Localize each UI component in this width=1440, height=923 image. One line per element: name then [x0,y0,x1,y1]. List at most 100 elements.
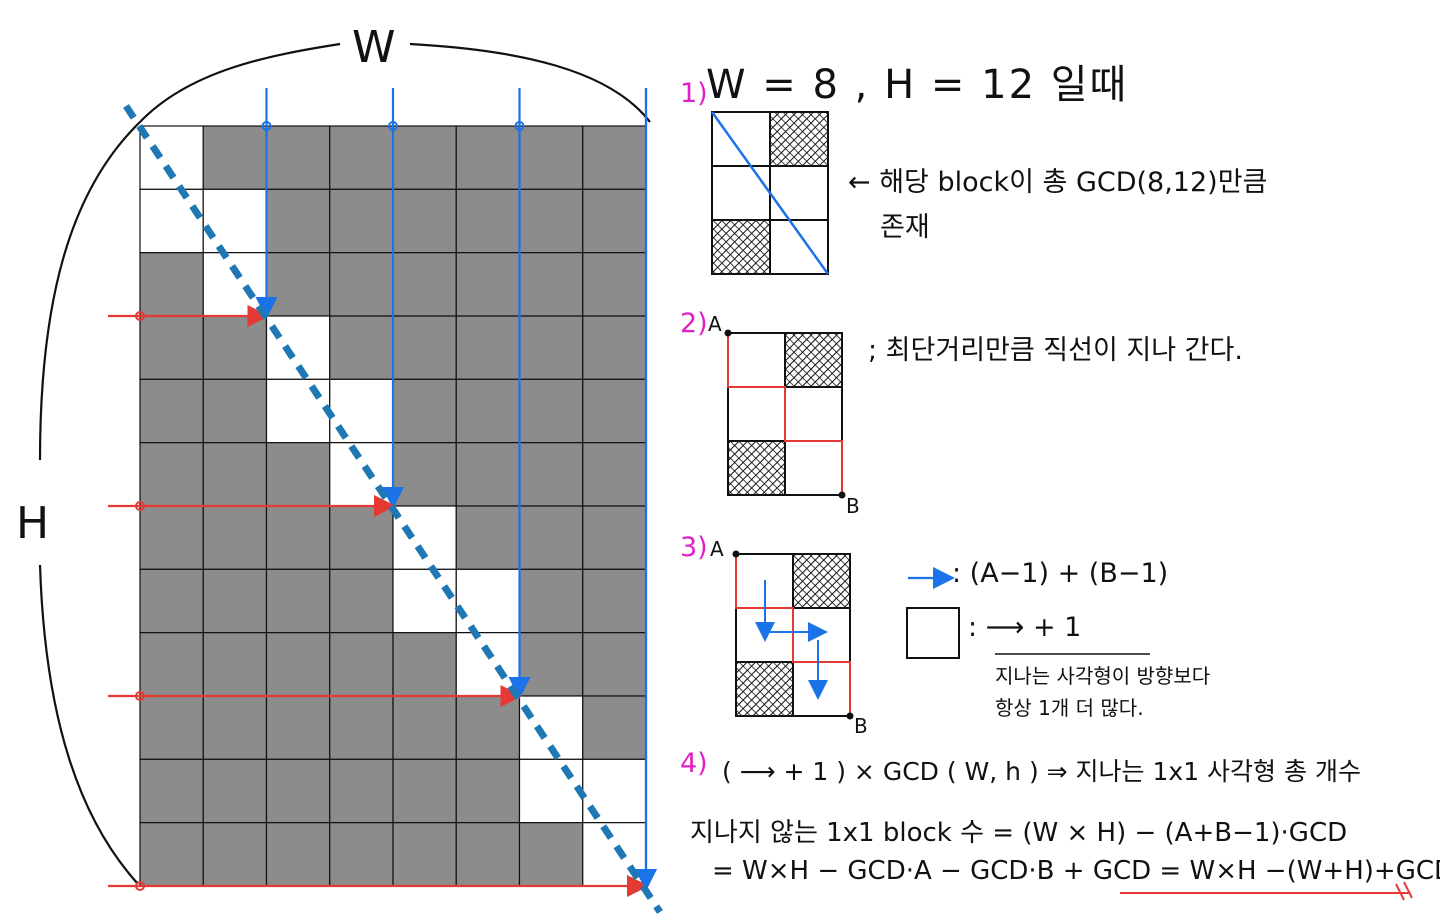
grid-cell [202,125,268,190]
grid-cell [265,442,331,507]
grid-cell [392,378,457,444]
grid-cell [202,505,268,570]
step2-point-b: B [846,494,860,518]
grid-cell [329,125,394,190]
grid-cell [582,695,647,760]
grid-cell [265,125,331,190]
final-formula-steps: = W×H − GCD·A − GCD·B + GCD = [712,856,1190,886]
step1-note-line2: 존재 [880,212,930,243]
grid-cell [582,188,647,254]
grid-cell [518,252,584,317]
grid-cell [329,695,394,760]
crossed-cell [392,568,457,634]
step3-caption-line1: 지나는 사각형이 방향보다 [995,664,1211,688]
grid-cell [518,505,584,570]
blue-column-dot [514,121,525,131]
blue-column-dot [261,121,272,131]
grid-cell [329,632,394,697]
step2-figure [724,329,846,499]
grid-cell [455,188,521,254]
grid-cell [329,188,394,254]
step1-figure [710,111,830,275]
step4-marker: 4) [680,748,708,779]
grid-cell [202,378,268,444]
grid-cell [392,252,457,317]
step1-title: W = 8 , H = 12 일때 [706,62,1129,108]
grid-cell [202,822,268,887]
step1-marker: 1) [680,78,708,109]
grid-cell [455,442,521,507]
blue-column-dot [388,121,398,131]
step3-point-a: A [710,537,724,561]
step3-square-note: : ⟶ + 1 [968,612,1082,643]
grid-cell [139,378,204,444]
grid-cell [329,822,394,887]
crossed-cell [265,378,331,444]
grid-cell [518,125,584,190]
grid-cell [455,822,521,887]
grid-cell [582,505,647,570]
width-brace-right [409,42,651,123]
grid-cell [455,315,521,380]
grid-cell [518,315,584,380]
grid-cell [265,695,331,760]
crossed-cell [518,758,584,824]
grid-cell [202,632,268,697]
grid-cell [455,252,521,317]
grid-cell [392,822,457,887]
grid-cell [139,632,204,697]
grid-cell [518,632,584,697]
red-row-dot [135,881,145,891]
crossed-cell [202,188,268,254]
step2-marker: 2) [680,308,708,339]
grid-cell [329,315,394,380]
grid-cell [265,188,331,254]
grid-cell [139,758,204,824]
grid-cell [329,568,394,634]
grid-cell [582,252,647,317]
red-row-dot [135,691,145,701]
step2-point-a: A [708,312,722,336]
grid-cell [392,758,457,824]
grid-cell [582,442,647,507]
arrow-overlay [108,88,663,914]
grid-cell [455,505,521,570]
step3-arrow-note: : (A−1) + (B−1) [952,558,1169,589]
grid-cell [392,695,457,760]
grid-cell [202,758,268,824]
answer-underline [1120,881,1413,901]
grid-cell [392,188,457,254]
grid-cell [265,758,331,824]
grid-cell [518,568,584,634]
grid-cell [202,568,268,634]
grid-cell [392,632,457,697]
step3-marker: 3) [680,532,708,563]
grid-cell [518,188,584,254]
height-brace-top [38,121,141,461]
crossed-cell [139,188,204,254]
grid-cell [455,758,521,824]
step3-figure [732,550,1150,720]
crossed-cell [392,505,457,570]
height-label: H [16,498,49,549]
step4-formula: ( ⟶ + 1 ) × GCD ( W, h ) ⇒ 지나는 1x1 사각형 총… [722,757,1361,786]
step2-note: ; 최단거리만큼 직선이 지나 간다. [868,335,1243,366]
grid-cell [582,632,647,697]
step3-point-b: B [854,714,868,738]
width-label: W [352,22,396,73]
grid-cell [265,568,331,634]
grid-cell [455,378,521,444]
grid-cell [265,632,331,697]
grid-cell [455,695,521,760]
grid-cell [265,505,331,570]
crossed-cell [455,568,521,634]
grid-cell [329,505,394,570]
grid-cell [329,758,394,824]
grid-cell [582,125,647,190]
grid-cell [202,315,268,380]
grid-cell [329,252,394,317]
grid-cell [455,125,521,190]
grid-cell [582,568,647,634]
grid-cell [139,695,204,760]
